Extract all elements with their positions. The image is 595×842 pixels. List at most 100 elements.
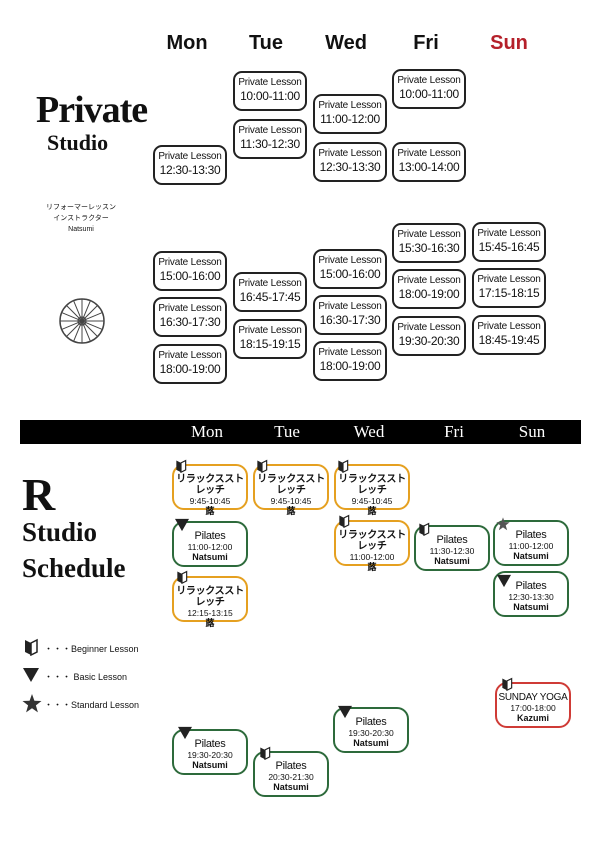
class-card[interactable]: リラックスストレッチ 9:45-10:45 蕗 <box>334 464 410 516</box>
class-card[interactable]: SUNDAY YOGA 17:00-18:00 Kazumi <box>495 682 571 728</box>
wheel-logo-icon <box>59 298 105 344</box>
instructor-role-line2: インストラクター <box>53 215 109 222</box>
class-name: リラックスストレッチ <box>338 474 406 496</box>
class-name: Pilates <box>194 530 226 542</box>
lesson-label: Private Lesson <box>397 275 461 286</box>
class-time: 20:30-21:30 <box>268 772 314 782</box>
class-instructor: Natsumi <box>513 602 549 612</box>
class-instructor: Natsumi <box>192 552 228 562</box>
class-time: 19:30-20:30 <box>348 728 394 738</box>
triangle-down-icon <box>497 574 511 588</box>
schedule-title-letter: R <box>22 469 56 520</box>
private-day-wed: Wed <box>325 32 367 54</box>
class-card[interactable]: Pilates 11:30-12:30 Natsumi <box>414 525 490 571</box>
lesson-time: 18:45-19:45 <box>478 333 540 347</box>
lesson-label: Private Lesson <box>477 321 541 332</box>
class-time: 12:15-13:15 <box>187 608 233 618</box>
instructor-name: Natsumi <box>68 226 94 233</box>
private-day-fri: Fri <box>413 32 439 54</box>
lesson-time: 16:30-17:30 <box>159 315 221 329</box>
schedule-day-mon: Mon <box>190 422 224 441</box>
class-instructor: Natsumi <box>192 760 228 770</box>
schedule-day-wed: Wed <box>353 422 385 441</box>
triangle-down-icon <box>338 705 352 719</box>
class-instructor: Natsumi <box>513 551 549 561</box>
lesson-label: Private Lesson <box>397 322 461 333</box>
day-header-bar <box>20 420 581 444</box>
lesson-time: 18:00-19:00 <box>159 362 221 376</box>
class-time: 12:30-13:30 <box>508 592 554 602</box>
lesson-time: 19:30-20:30 <box>398 334 460 348</box>
class-name: Pilates <box>355 716 387 728</box>
schedule-day-tue: Tue <box>274 422 300 441</box>
class-name: Pilates <box>515 529 547 541</box>
class-card[interactable]: リラックスストレッチ 11:00-12:00 蕗 <box>334 520 410 572</box>
beginner-mark-icon <box>260 746 271 760</box>
class-card[interactable]: Pilates 20:30-21:30 Natsumi <box>253 751 329 797</box>
class-card[interactable]: Pilates 19:30-20:30 Natsumi <box>172 729 248 775</box>
class-instructor: Natsumi <box>353 738 389 748</box>
class-name: Pilates <box>436 534 468 546</box>
lesson-label: Private Lesson <box>318 100 382 111</box>
class-name: リラックスストレッチ <box>176 474 244 496</box>
class-time: 11:00-12:00 <box>187 542 233 552</box>
class-card[interactable]: リラックスストレッチ 12:15-13:15 蕗 <box>172 576 248 628</box>
lesson-label: Private Lesson <box>397 229 461 240</box>
class-name: Pilates <box>515 580 547 592</box>
schedule-title-line1: Studio <box>22 517 98 547</box>
class-card[interactable]: リラックスストレッチ 9:45-10:45 蕗 <box>172 464 248 516</box>
triangle-down-icon <box>175 518 189 532</box>
class-card[interactable]: リラックスストレッチ 9:45-10:45 蕗 <box>253 464 329 516</box>
lesson-time: 17:15-18:15 <box>478 286 540 300</box>
lesson-label: Private Lesson <box>158 257 222 268</box>
beginner-mark-icon <box>176 459 187 473</box>
lesson-label: Private Lesson <box>477 228 541 239</box>
class-name: SUNDAY YOGA <box>498 692 568 703</box>
class-name: Pilates <box>275 760 307 772</box>
legend-basic: ・・・ Basic Lesson <box>44 672 128 682</box>
private-subtitle: Studio <box>47 130 109 155</box>
class-time: 9:45-10:45 <box>351 496 393 506</box>
lesson-label: Private Lesson <box>238 77 302 88</box>
instructor-role-line1: リフォーマーレッスン <box>46 204 116 211</box>
lesson-label: Private Lesson <box>318 148 382 159</box>
lesson-time: 18:15-19:15 <box>239 337 301 351</box>
lesson-time: 16:45-17:45 <box>239 290 301 304</box>
triangle-down-icon <box>23 668 39 682</box>
star-icon <box>22 694 42 713</box>
lesson-time: 10:00-11:00 <box>399 87 459 101</box>
class-card[interactable]: Pilates 11:00-12:00 Natsumi <box>172 521 248 567</box>
class-instructor: 蕗 <box>286 506 296 516</box>
legend-standard: ・・・Standard Lesson <box>44 700 140 710</box>
lesson-label: Private Lesson <box>318 301 382 312</box>
lesson-time: 15:00-16:00 <box>159 269 221 283</box>
lesson-label: Private Lesson <box>158 303 222 314</box>
class-name: リラックスストレッチ <box>338 530 406 552</box>
class-time: 11:00-12:00 <box>349 552 395 562</box>
class-time: 9:45-10:45 <box>189 496 231 506</box>
class-time: 11:00-12:00 <box>508 541 554 551</box>
lesson-label: Private Lesson <box>158 151 222 162</box>
class-time: 9:45-10:45 <box>270 496 312 506</box>
